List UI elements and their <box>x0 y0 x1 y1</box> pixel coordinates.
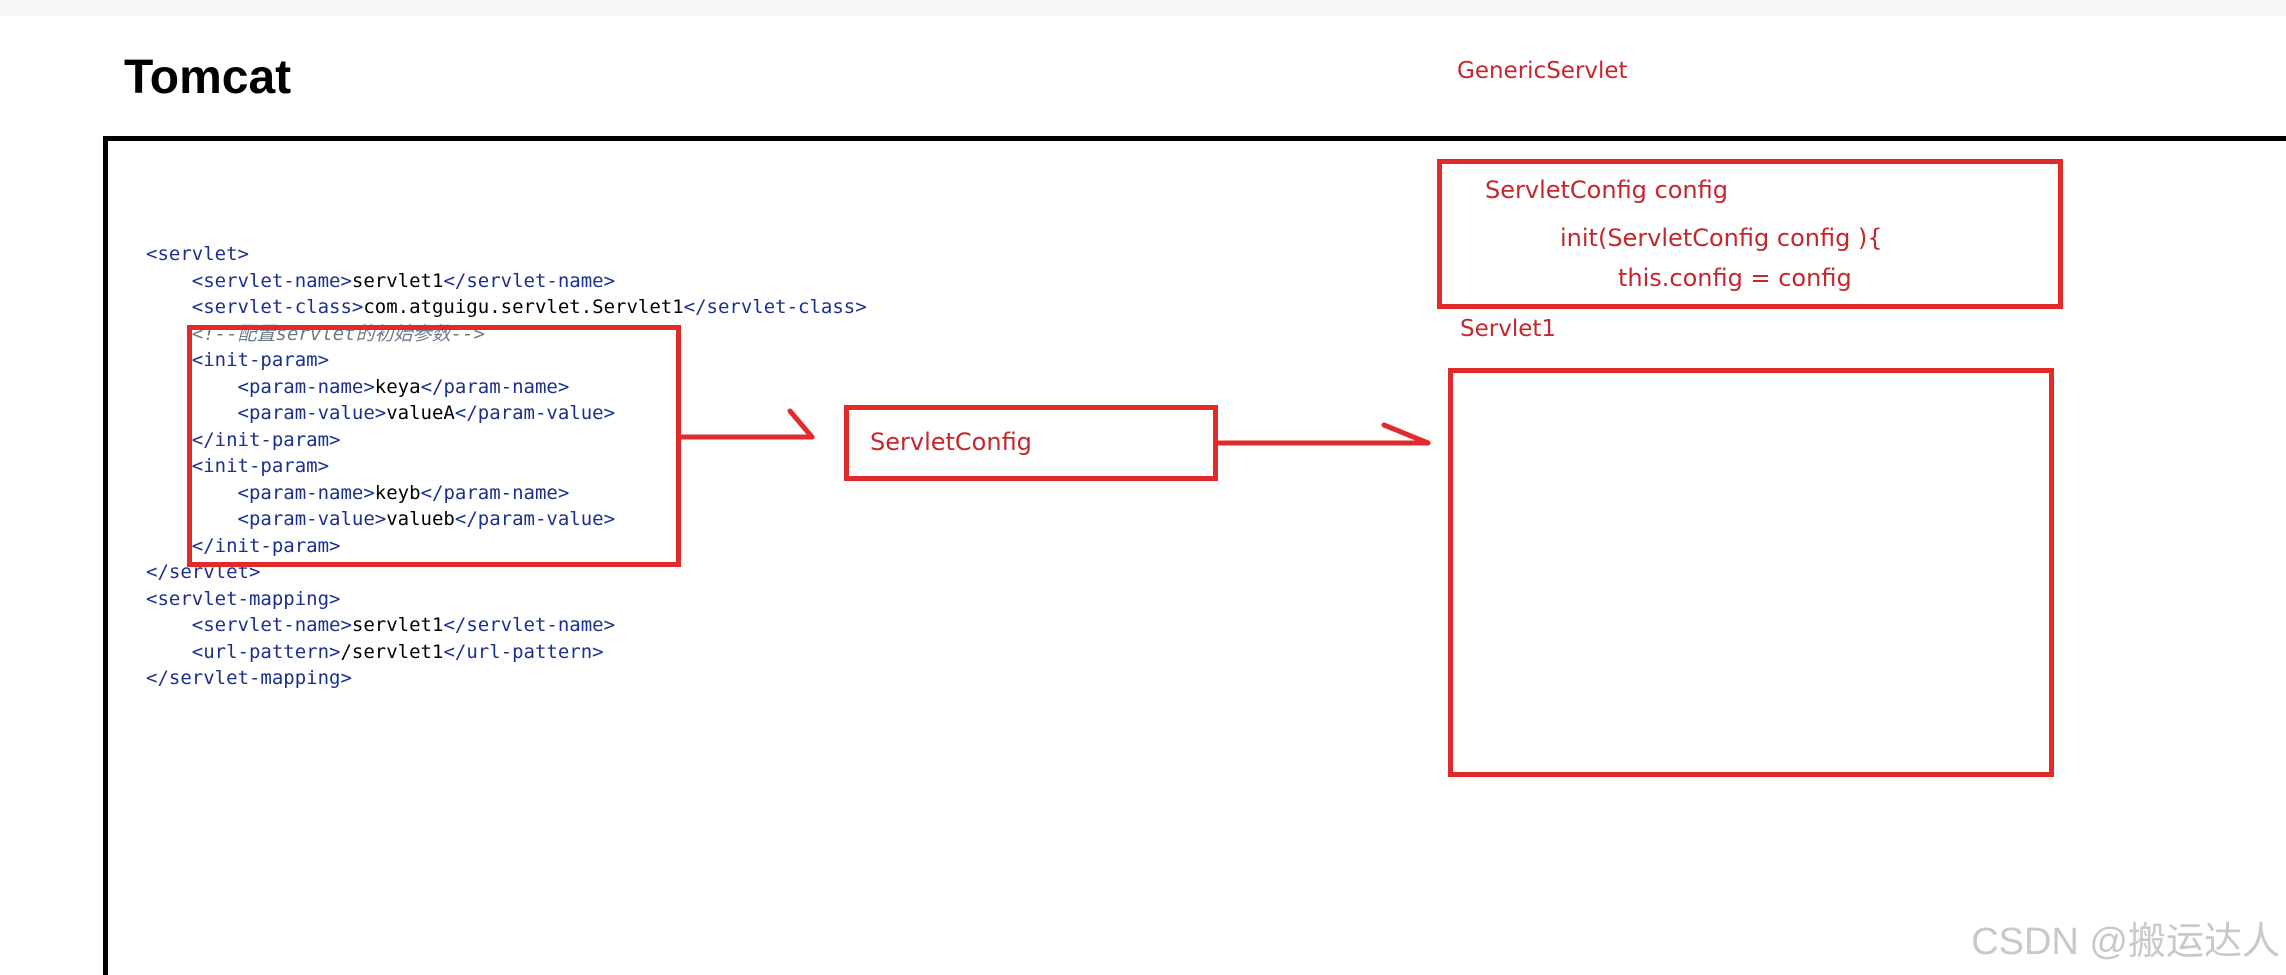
generic-servlet-label: GenericServlet <box>1457 58 1628 84</box>
xml-value: keya <box>374 375 421 398</box>
xml-tag: </servlet-class> <box>683 296 867 318</box>
xml-tag: <servlet> <box>146 243 249 265</box>
generic-servlet-box <box>1437 159 2063 309</box>
code-line: <param-name>keyb</param-name> <box>146 480 867 507</box>
xml-value: valueA <box>386 402 455 424</box>
xml-tag: </param-value> <box>454 508 616 530</box>
servlet1-label: Servlet1 <box>1460 316 1557 342</box>
code-line: <param-name>keya</param-name> <box>146 374 867 401</box>
xml-tag: <param-name> <box>237 375 375 398</box>
xml-tag: <param-name> <box>237 481 375 504</box>
xml-tag: <param-value> <box>237 402 387 424</box>
xml-tag: <servlet-name> <box>191 614 352 636</box>
arrow-params-to-servletconfig <box>678 408 815 440</box>
code-line: <init-param> <box>146 347 867 374</box>
servlet1-box <box>1448 368 2054 777</box>
xml-tag: <servlet-name> <box>191 269 352 292</box>
code-line: <param-value>valueA</param-value> <box>146 400 867 427</box>
code-line: </init-param> <box>146 533 867 560</box>
xml-tag: <servlet-class> <box>191 296 364 318</box>
top-strip <box>0 0 2286 16</box>
code-line: <servlet-name>servlet1</servlet-name> <box>146 268 867 295</box>
xml-tag: </init-param> <box>191 534 341 557</box>
servlet-config-field: ServletConfig config <box>1485 176 1728 204</box>
xml-value: servlet1 <box>351 614 444 636</box>
xml-tag: </servlet-name> <box>443 614 616 636</box>
xml-value: /servlet1 <box>340 640 444 663</box>
code-line: <servlet> <box>146 241 867 268</box>
xml-value: servlet1 <box>351 269 444 292</box>
xml-tag: <init-param> <box>191 455 330 477</box>
csdn-watermark: CSDN @搬运达人 <box>1971 921 2280 963</box>
code-line: <servlet-mapping> <box>146 586 867 613</box>
code-line: <servlet-name>servlet1</servlet-name> <box>146 612 867 639</box>
config-assignment: this.config = config <box>1618 264 1852 292</box>
arrow-servletconfig-to-servlet1 <box>1215 422 1431 446</box>
servlet-config-label: ServletConfig <box>870 428 1032 456</box>
code-line: <init-param> <box>146 453 867 480</box>
init-param-highlight-box <box>187 325 681 567</box>
code-line: </init-param> <box>146 427 867 454</box>
tomcat-container-frame <box>103 136 2286 975</box>
xml-tag: </servlet-name> <box>443 269 616 292</box>
code-line: <servlet-class>com.atguigu.servlet.Servl… <box>146 294 867 321</box>
xml-tag: </servlet-mapping> <box>146 667 352 689</box>
xml-value: keyb <box>374 481 421 504</box>
xml-value: com.atguigu.servlet.Servlet1 <box>363 296 684 318</box>
xml-tag: <init-param> <box>191 349 330 371</box>
xml-value: valueb <box>386 508 455 530</box>
code-line: <param-value>valueb</param-value> <box>146 506 867 533</box>
code-line: </servlet-mapping> <box>146 665 867 692</box>
init-method-signature: init(ServletConfig config ){ <box>1560 224 1883 252</box>
xml-tag: </param-name> <box>420 375 570 398</box>
xml-tag: </url-pattern> <box>443 640 604 663</box>
xml-tag: </param-value> <box>454 402 616 424</box>
code-line: <url-pattern>/servlet1</url-pattern> <box>146 639 867 666</box>
xml-tag: </param-name> <box>420 481 570 504</box>
xml-tag: <servlet-mapping> <box>146 587 341 610</box>
diagram-title: Tomcat <box>124 51 292 104</box>
xml-tag: </init-param> <box>191 428 341 451</box>
xml-tag: <param-value> <box>237 508 387 530</box>
xml-tag: <url-pattern> <box>191 640 341 663</box>
